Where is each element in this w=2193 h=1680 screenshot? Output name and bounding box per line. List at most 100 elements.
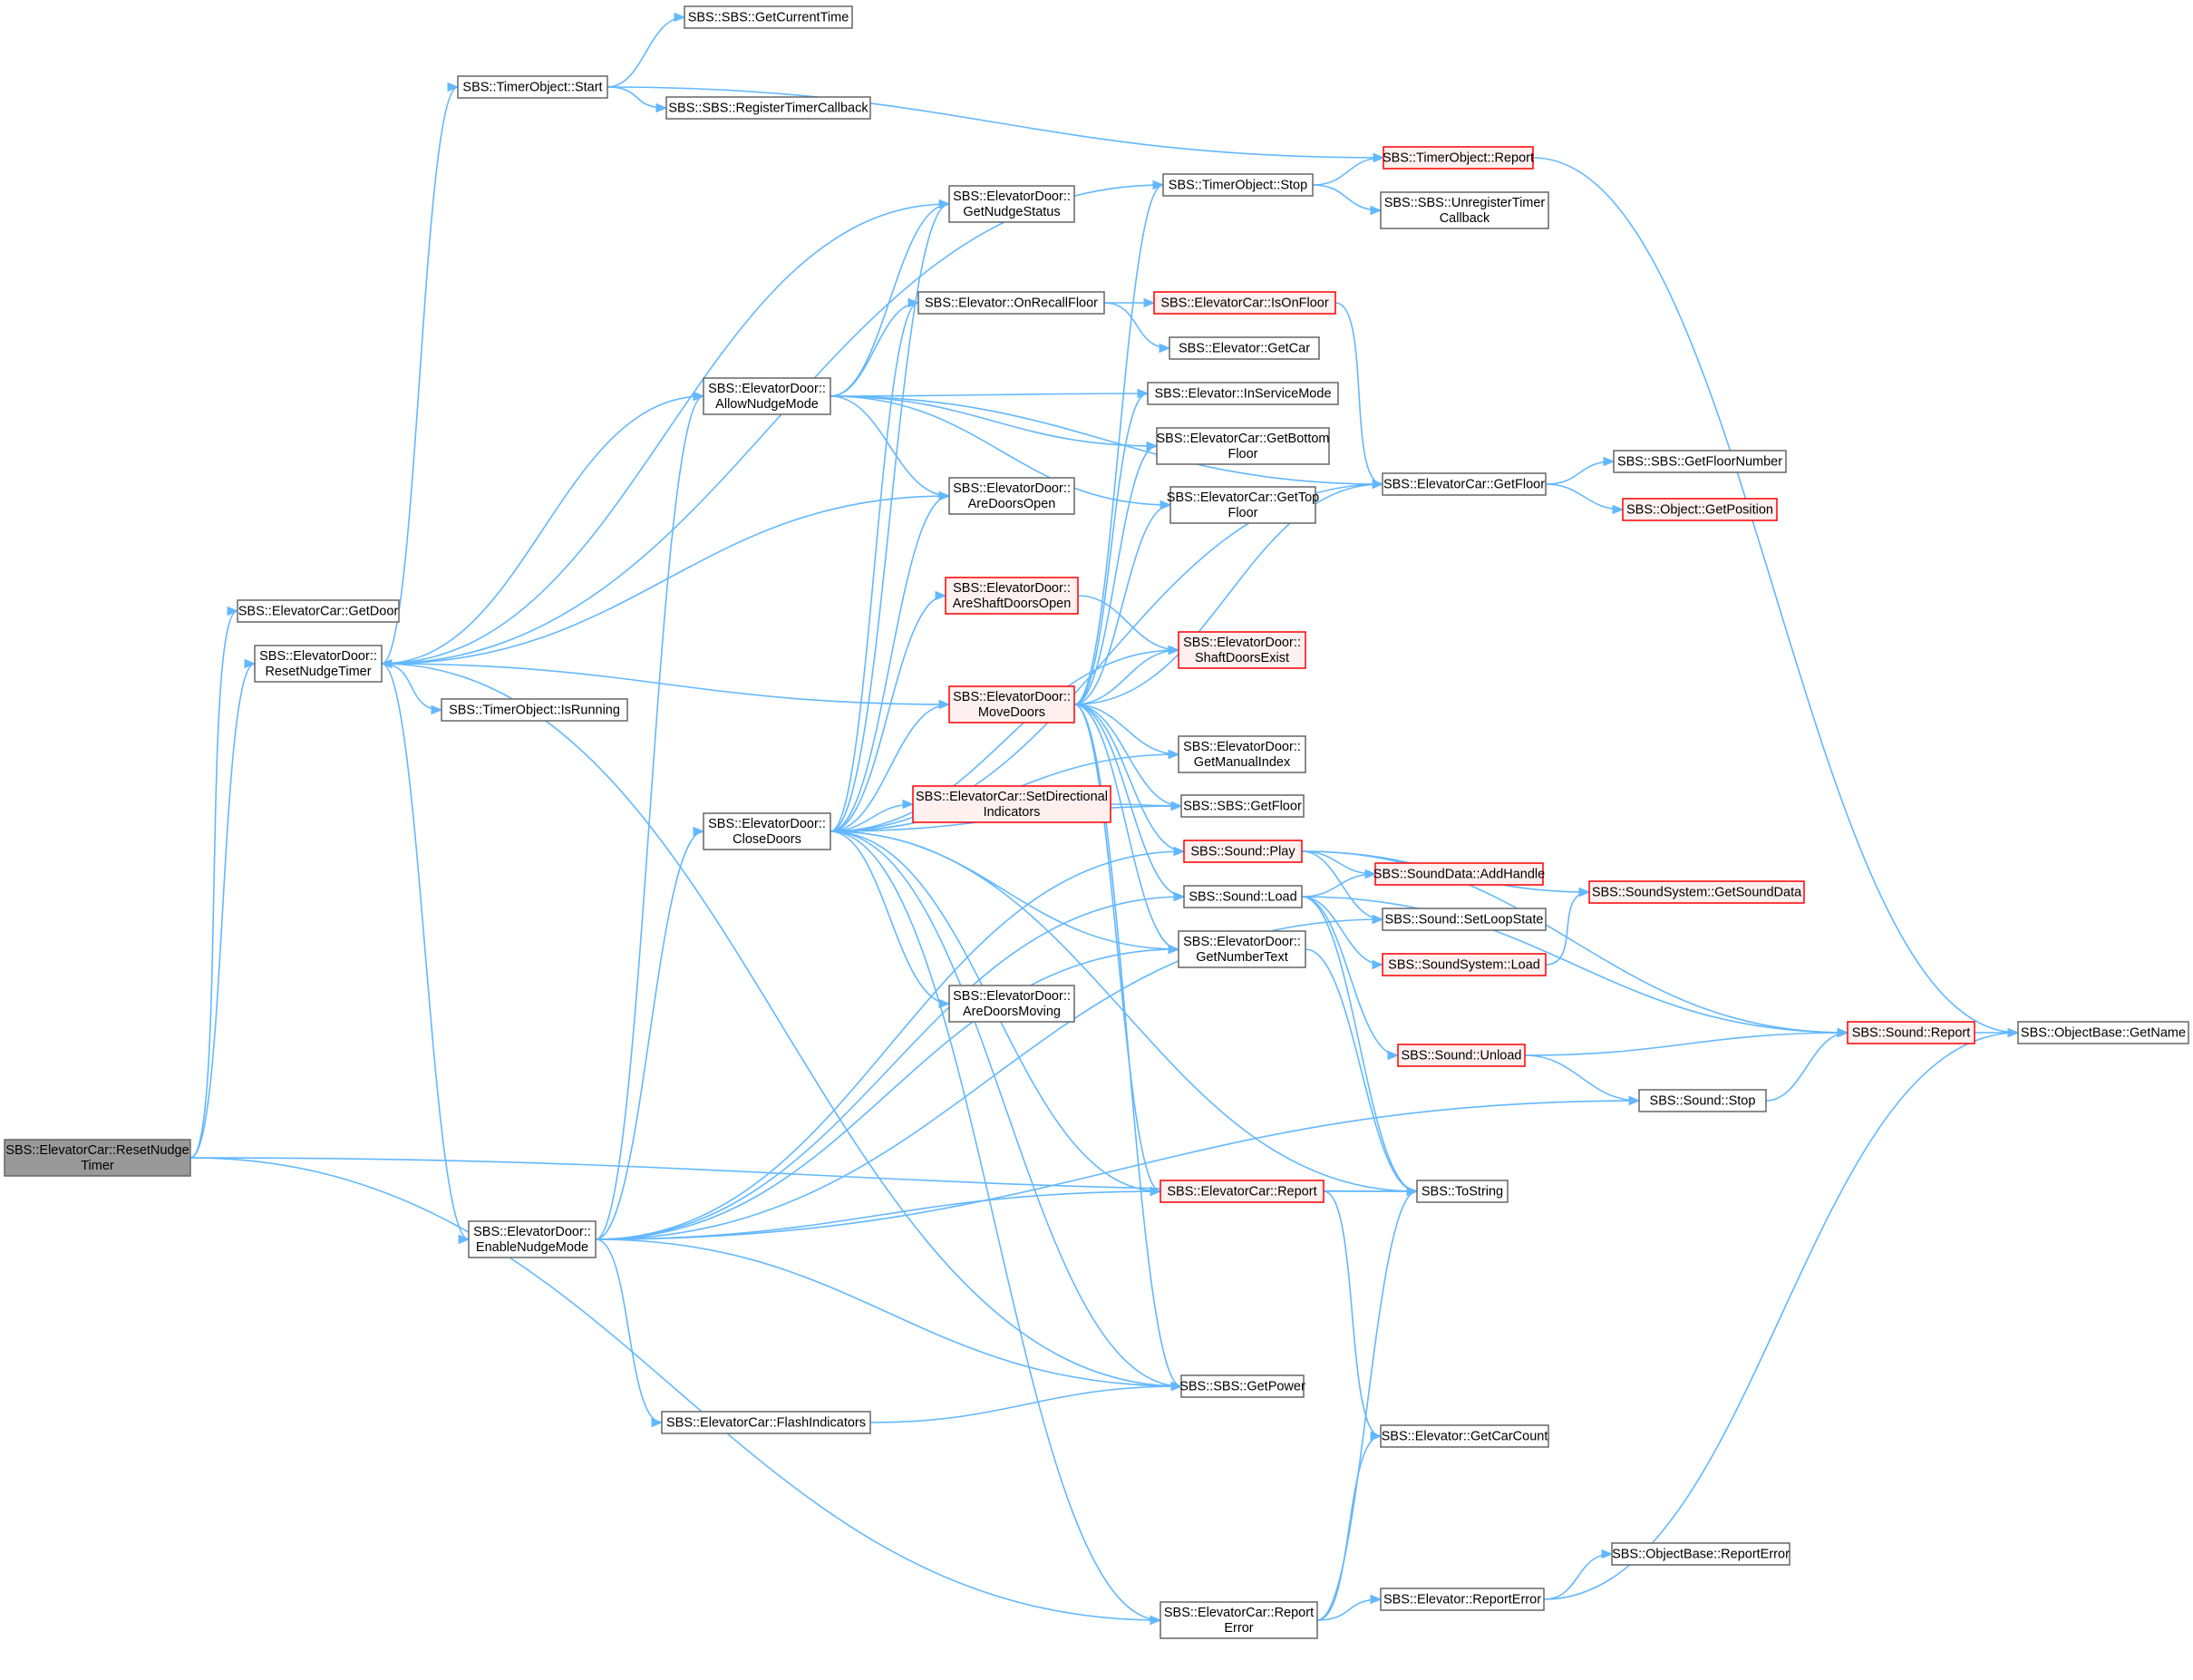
node-sbs-tostring[interactable]: SBS::ToString xyxy=(1416,1180,1509,1203)
node-label: SBS::ElevatorDoor:: xyxy=(1183,935,1301,949)
node-sbs-getfloornumber[interactable]: SBS::SBS::GetFloorNumber xyxy=(1613,450,1787,473)
edge-door-allownudge-to-door-getnudgestatus xyxy=(830,203,950,397)
arrowhead xyxy=(938,490,951,501)
node-sound-setloop[interactable]: SBS::Sound::SetLoopState xyxy=(1382,908,1547,931)
node-label: SBS::Sound::Play xyxy=(1190,845,1295,859)
arrowhead xyxy=(674,12,686,23)
node-elev-onrecall[interactable]: SBS::Elevator::OnRecallFloor xyxy=(917,291,1105,315)
node-timer-start[interactable]: SBS::TimerObject::Start xyxy=(457,75,608,99)
edge-car-flashind-to-sbs-getpower xyxy=(869,1385,1182,1423)
node-obj-getposition[interactable]: SBS::Object::GetPosition xyxy=(1622,498,1778,521)
edge-door-movedoors-to-car-getfloor xyxy=(1073,483,1383,705)
edge-car-isonfloor-to-car-getfloor xyxy=(1334,302,1383,485)
node-timer-isrunning[interactable]: SBS::TimerObject::IsRunning xyxy=(441,698,628,722)
node-sound-play[interactable]: SBS::Sound::Play xyxy=(1183,840,1303,863)
node-soundsys-getsounddata[interactable]: SBS::SoundSystem::GetSoundData xyxy=(1588,880,1805,904)
arrowhead xyxy=(1373,152,1385,163)
node-sound-report[interactable]: SBS::Sound::Report xyxy=(1847,1021,1975,1044)
node-label: SBS::Elevator::ReportError xyxy=(1383,1593,1541,1607)
node-label: SBS::ElevatorDoor:: xyxy=(1183,740,1301,754)
node-label: SBS::ElevatorDoor:: xyxy=(953,189,1071,204)
edge-car-report-to-elev-getcarcount xyxy=(1323,1190,1382,1437)
node-label: Floor xyxy=(1227,447,1257,461)
node-sound-stop[interactable]: SBS::Sound::Stop xyxy=(1638,1089,1767,1112)
node-label: AllowNudgeMode xyxy=(715,397,819,412)
node-root[interactable]: SBS::ElevatorCar::ResetNudgeTimer xyxy=(4,1139,191,1177)
node-door-areshaftopen[interactable]: SBS::ElevatorDoor::AreShaftDoorsOpen xyxy=(945,577,1079,615)
node-box xyxy=(1383,146,1534,170)
arrowhead xyxy=(1170,1381,1183,1392)
node-box xyxy=(1147,382,1339,405)
node-box xyxy=(1847,1021,1975,1044)
node-car-getdoor[interactable]: SBS::ElevatorCar::GetDoor xyxy=(237,599,400,623)
arrowhead xyxy=(1612,504,1625,515)
node-label: EnableNudgeMode xyxy=(476,1240,588,1255)
edge-door-closedoors-to-elev-onrecall xyxy=(830,302,919,832)
node-sound-load[interactable]: SBS::Sound::Load xyxy=(1183,885,1303,908)
node-car-reporterror[interactable]: SBS::ElevatorCar::ReportError xyxy=(1160,1601,1318,1639)
node-label: SBS::ElevatorDoor:: xyxy=(259,649,377,664)
node-door-aredoorsopen[interactable]: SBS::ElevatorDoor::AreDoorsOpen xyxy=(948,477,1075,515)
node-sbs-getcurrenttime[interactable]: SBS::SBS::GetCurrentTime xyxy=(684,5,853,29)
node-door-resetnudge[interactable]: SBS::ElevatorDoor::ResetNudgeTimer xyxy=(254,645,383,683)
arrowhead xyxy=(1837,1027,1849,1038)
node-label: GetNudgeStatus xyxy=(963,205,1060,219)
edge-door-movedoors-to-elev-inservice xyxy=(1073,393,1149,705)
edge-door-enablenudge-to-door-allownudge xyxy=(595,395,704,1240)
node-door-getnumbertext[interactable]: SBS::ElevatorDoor::GetNumberText xyxy=(1178,930,1306,968)
node-box xyxy=(948,185,1075,223)
arrowhead xyxy=(1628,1095,1641,1106)
edge-car-getfloor-to-obj-getposition xyxy=(1545,483,1624,510)
node-label: AreDoorsOpen xyxy=(968,497,1056,511)
node-car-report[interactable]: SBS::ElevatorCar::Report xyxy=(1160,1180,1325,1203)
node-label: SBS::SBS::RegisterTimerCallback xyxy=(668,102,868,116)
node-car-flashind[interactable]: SBS::ElevatorCar::FlashIndicators xyxy=(661,1411,871,1434)
node-sounddata-addhandle[interactable]: SBS::SoundData::AddHandle xyxy=(1373,862,1545,886)
node-door-shaftexist[interactable]: SBS::ElevatorDoor::ShaftDoorsExist xyxy=(1178,631,1306,669)
node-soundsys-load[interactable]: SBS::SoundSystem::Load xyxy=(1382,953,1547,976)
node-door-aredoorsmoving[interactable]: SBS::ElevatorDoor::AreDoorsMoving xyxy=(948,985,1075,1023)
node-timer-report[interactable]: SBS::TimerObject::Report xyxy=(1383,146,1534,170)
node-box xyxy=(1183,840,1303,863)
node-label: SBS::ElevatorCar::FlashIndicators xyxy=(666,1416,866,1431)
node-car-setdirind[interactable]: SBS::ElevatorCar::SetDirectionalIndicato… xyxy=(912,785,1111,823)
arrowhead xyxy=(244,658,257,669)
node-box xyxy=(1622,498,1778,521)
edge-door-enablenudge-to-car-flashind xyxy=(595,1238,663,1423)
node-door-getmanualindex[interactable]: SBS::ElevatorDoor::GetManualIndex xyxy=(1178,735,1306,773)
node-sound-unload[interactable]: SBS::Sound::Unload xyxy=(1397,1044,1526,1067)
node-label: ShaftDoorsExist xyxy=(1195,651,1289,665)
node-box xyxy=(1416,1180,1509,1203)
node-door-getnudgestatus[interactable]: SBS::ElevatorDoor::GetNudgeStatus xyxy=(948,185,1075,223)
node-label: SBS::TimerObject::Start xyxy=(462,81,602,95)
node-door-movedoors[interactable]: SBS::ElevatorDoor::MoveDoors xyxy=(948,685,1075,723)
arrowhead xyxy=(1173,891,1186,902)
node-elev-getcarcount[interactable]: SBS::Elevator::GetCarCount xyxy=(1380,1424,1549,1448)
node-sbs-getfloor[interactable]: SBS::SBS::GetFloor xyxy=(1180,794,1305,818)
node-sbs-getpower[interactable]: SBS::SBS::GetPower xyxy=(1179,1374,1305,1398)
node-label: SBS::Elevator::GetCar xyxy=(1179,342,1310,356)
node-car-isonfloor[interactable]: SBS::ElevatorCar::IsOnFloor xyxy=(1153,291,1336,315)
node-door-allownudge[interactable]: SBS::ElevatorDoor::AllowNudgeMode xyxy=(703,377,831,415)
node-label: SBS::ElevatorCar::IsOnFloor xyxy=(1160,296,1329,311)
node-sbs-registertimer[interactable]: SBS::SBS::RegisterTimerCallback xyxy=(665,96,871,120)
arrowhead xyxy=(1146,441,1159,452)
node-door-enablenudge[interactable]: SBS::ElevatorDoor::EnableNudgeMode xyxy=(468,1220,597,1258)
node-elev-reporterror[interactable]: SBS::Elevator::ReportError xyxy=(1380,1588,1545,1611)
node-elev-inservice[interactable]: SBS::Elevator::InServiceMode xyxy=(1147,382,1339,405)
node-box xyxy=(661,1411,871,1434)
node-door-closedoors[interactable]: SBS::ElevatorDoor::CloseDoors xyxy=(703,812,831,850)
node-car-getfloor[interactable]: SBS::ElevatorCar::GetFloor xyxy=(1382,472,1547,496)
edge-door-movedoors-to-sbs-getpower xyxy=(1073,704,1182,1387)
node-elev-getcar[interactable]: SBS::Elevator::GetCar xyxy=(1169,336,1320,360)
node-objbase-reporterror[interactable]: SBS::ObjectBase::ReportError xyxy=(1611,1542,1790,1566)
edge-root-to-car-reporterror xyxy=(189,1157,1161,1621)
edge-sound-load-to-soundsys-load xyxy=(1301,896,1383,966)
node-objbase-getname[interactable]: SBS::ObjectBase::GetName xyxy=(2017,1021,2189,1044)
node-label: SBS::ElevatorCar::GetBottom xyxy=(1157,432,1330,446)
node-box xyxy=(945,577,1079,615)
node-timer-stop[interactable]: SBS::TimerObject::Stop xyxy=(1162,173,1314,197)
